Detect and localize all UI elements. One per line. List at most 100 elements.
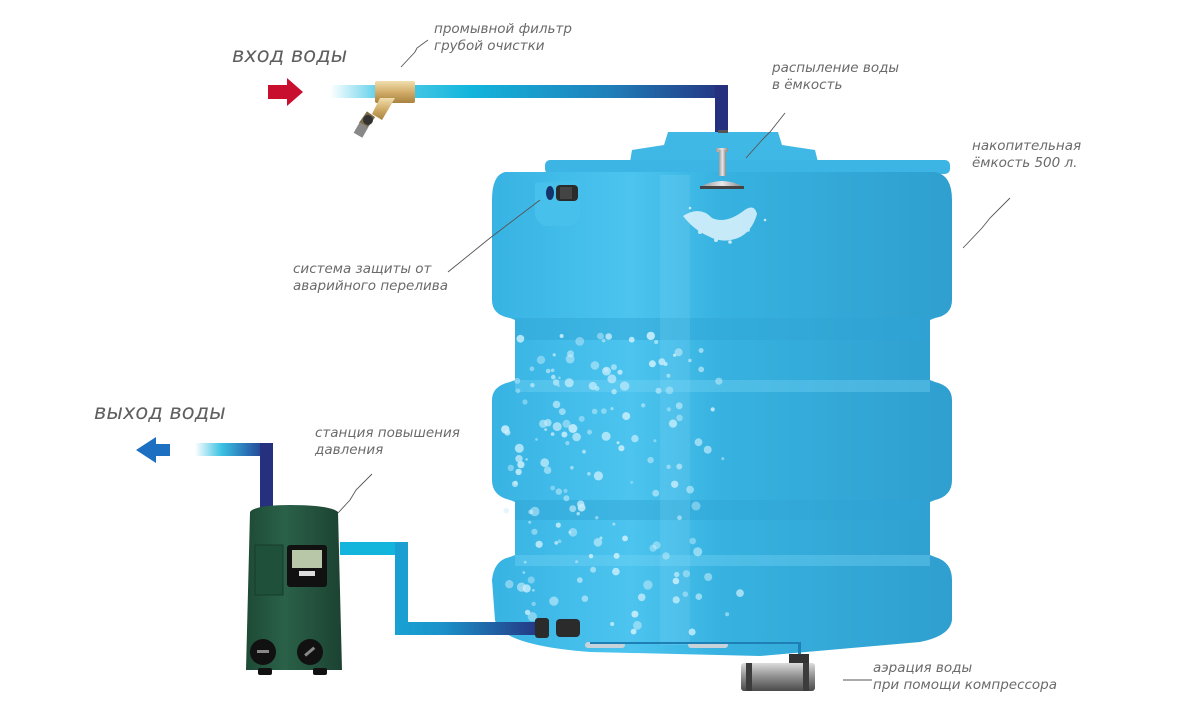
spray-label: распыление воды в ёмкость [772,60,899,94]
bubble [550,368,555,373]
bubble [595,516,599,520]
bubble [550,485,556,491]
bubble [674,348,683,357]
filter-label-line: промывной фильтр [434,21,572,37]
bubble [676,463,683,470]
bubble [673,353,677,357]
arrow-left-icon [136,437,170,463]
bubble [693,547,703,557]
bubble [622,535,628,542]
bubble [610,622,615,626]
tank-icon [492,132,952,656]
bubble [665,386,674,395]
bubble [516,334,525,343]
bubble [588,381,597,391]
bubble [612,522,616,526]
bubble [581,595,589,602]
valve-icon [546,185,578,201]
bubble [652,489,660,497]
filter-label-line: грубой очистки [434,37,545,54]
leader-lines [337,39,1011,681]
bubble [522,571,526,574]
bubble [552,400,561,409]
bubble [630,628,637,635]
pump-label: станция повышения давления [315,425,460,459]
bubble [698,348,704,353]
bubble [582,449,586,454]
bubble [568,424,578,433]
tank-label-line: накопительная [972,138,1082,154]
bubbles-decoration [501,331,744,636]
bubble [528,509,534,515]
bubble [682,570,691,578]
bubble [607,374,617,384]
bubble [649,544,657,552]
bubble [601,431,611,441]
tank-label-line: ёмкость 500 л. [972,154,1078,171]
bubble [590,361,600,370]
bubble [567,350,574,358]
bubble [617,369,623,375]
bubble [641,403,646,408]
bubble [630,480,634,484]
bubble [543,466,552,475]
bubble [525,458,528,461]
bubble [688,628,696,636]
bubble [704,573,713,581]
bubble [545,368,551,374]
bubble [515,388,521,394]
bubble [570,465,574,470]
bubble [698,366,705,373]
bubble [523,560,527,564]
bubble [676,414,683,422]
bubble [691,501,701,511]
bubble [694,438,703,447]
bubble [555,522,561,528]
bubble [540,458,550,468]
bubble [648,360,656,368]
bubble [599,536,603,540]
bubble [715,377,723,385]
bubble [658,358,666,366]
bubble [528,520,532,524]
bubble [689,537,696,545]
bubble [647,456,654,464]
bubble [593,471,604,481]
bubble [593,538,603,547]
bubble [643,580,653,590]
bubble [611,389,617,395]
bubble [591,408,598,415]
bubble [530,383,535,388]
bubble [561,431,568,438]
bubble [610,364,617,371]
bubble [653,439,657,443]
bubble [613,552,620,559]
bubble [550,432,555,436]
overflow-label-line: аварийного перелива [293,277,448,294]
bubble [703,445,712,454]
bubble [515,455,523,463]
bubble [736,589,744,597]
bubble [695,593,703,600]
bubble [568,528,578,537]
bubble [505,580,514,589]
bubble [668,419,678,428]
tank-outlet-fitting-icon [535,618,580,638]
bubble [631,610,639,618]
bubble [721,457,725,461]
bubble [513,480,518,485]
bubble [605,333,612,340]
bubble [662,552,670,560]
bubble [612,567,620,576]
bubble [646,331,655,341]
y-strainer-icon [353,81,415,138]
spray-label-line: в ёмкость [772,76,843,93]
overflow-label-line: система защиты от [293,261,432,277]
nozzle-icon [700,130,744,189]
splash-decoration [683,206,767,244]
bubble [563,488,568,493]
bubble [563,495,570,502]
bubble [597,332,604,340]
